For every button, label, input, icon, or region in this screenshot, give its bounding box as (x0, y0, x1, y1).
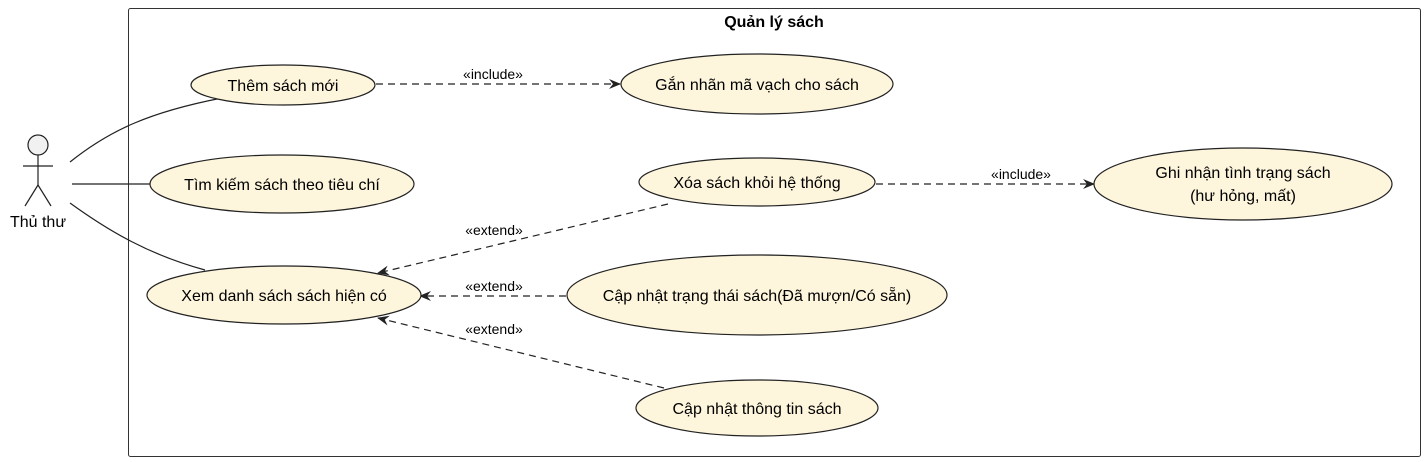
use-case-label: Thêm sách mới (228, 78, 339, 95)
system-title: Quản lý sách (724, 14, 824, 31)
extend-label-status: «extend» (465, 278, 523, 294)
use-case-record-condition[interactable]: Ghi nhận tình trạng sách (hư hỏng, mất) (1093, 147, 1393, 221)
use-case-label: Cập nhật trạng thái sách(Đã mượn/Có sẵn) (603, 286, 911, 305)
extend-info-line (377, 315, 665, 389)
relation-lines (376, 79, 1095, 389)
use-case-label-line2: (hư hỏng, mất) (1190, 188, 1296, 205)
use-case-label: Cập nhật thông tin sách (672, 401, 841, 418)
include-label-barcode: «include» (463, 66, 523, 82)
use-case-label: Gắn nhãn mã vạch cho sách (655, 75, 859, 94)
association-add-book (69, 97, 223, 163)
use-case-label: Xóa sách khỏi hệ thống (673, 175, 840, 192)
actor-label: Thủ thư (10, 214, 66, 231)
use-case-label-line1: Ghi nhận tình trạng sách (1155, 165, 1330, 182)
use-case-search-books[interactable]: Tìm kiếm sách theo tiêu chí (149, 154, 415, 214)
association-view-books (69, 202, 206, 271)
associations (69, 97, 223, 271)
include-label-condition: «include» (991, 166, 1051, 182)
extend-label-remove: «extend» (465, 222, 523, 238)
use-case-add-book[interactable]: Thêm sách mới (190, 64, 376, 106)
system-boundary: Quản lý sách (128, 8, 1421, 457)
extend-label-info: «extend» (465, 321, 523, 337)
use-case-update-info[interactable]: Cập nhật thông tin sách (635, 379, 879, 437)
use-case-view-books[interactable]: Xem danh sách sách hiện có (146, 265, 422, 325)
use-case-label: Xem danh sách sách hiện có (181, 288, 387, 305)
stick-figure-icon (23, 134, 53, 207)
actor-librarian[interactable]: Thủ thư (10, 134, 66, 231)
use-case-label: Tìm kiếm sách theo tiêu chí (184, 177, 380, 194)
extend-remove-line (377, 203, 669, 276)
use-case-remove-book[interactable]: Xóa sách khỏi hệ thống (638, 157, 876, 207)
use-case-update-status[interactable]: Cập nhật trạng thái sách(Đã mượn/Có sẵn) (566, 254, 948, 336)
use-case-attach-barcode[interactable]: Gắn nhãn mã vạch cho sách (620, 53, 894, 115)
